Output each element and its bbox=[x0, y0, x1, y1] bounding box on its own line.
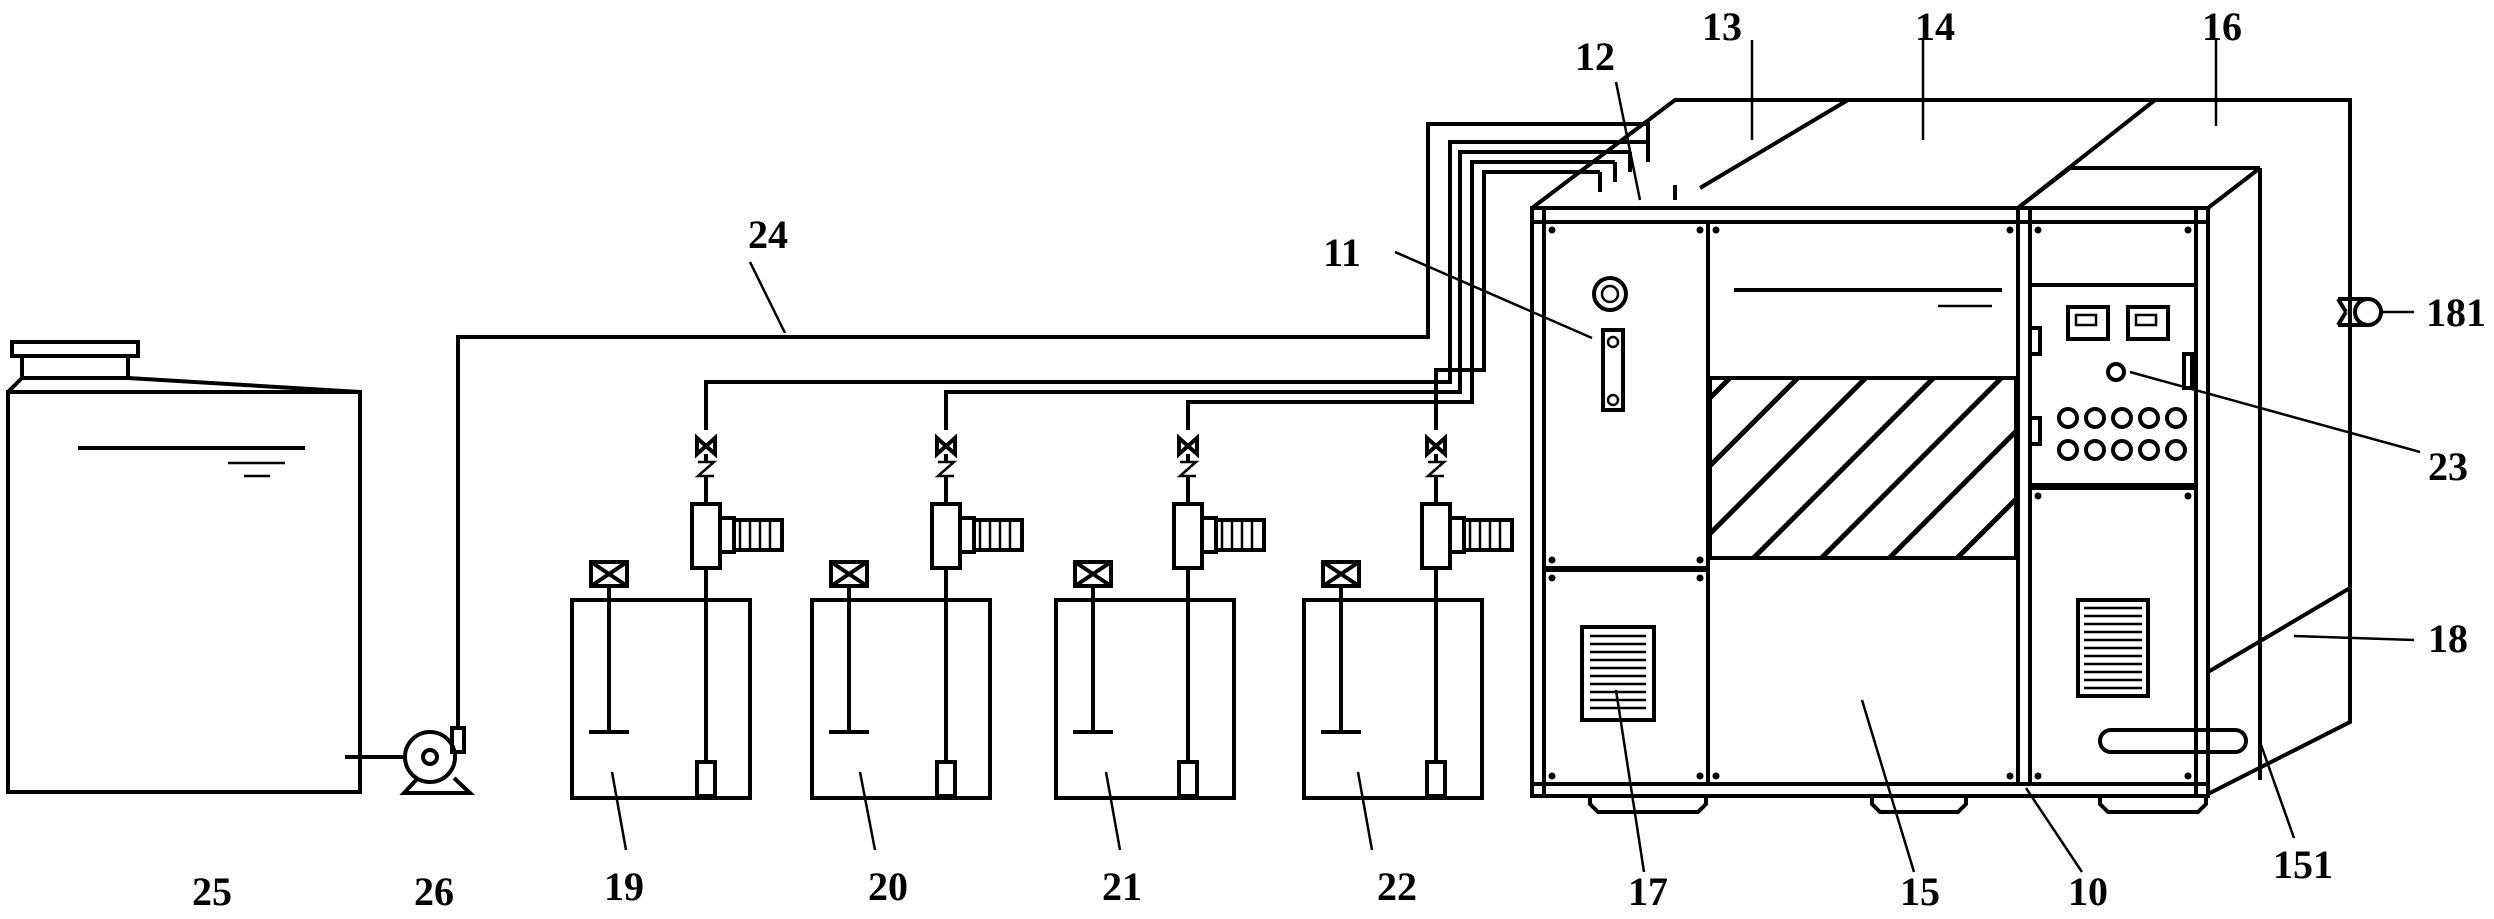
panel-button bbox=[2084, 407, 2106, 429]
dosing-unit-20 bbox=[810, 433, 1024, 800]
label-14: 14 bbox=[1915, 4, 1955, 49]
label-22: 22 bbox=[1377, 864, 1417, 909]
label-20: 20 bbox=[868, 864, 908, 909]
callout-labels: 10 11 12 13 14 15 151 16 17 18 181 19 20… bbox=[192, 4, 2486, 914]
panel-button bbox=[2111, 407, 2133, 429]
label-26: 26 bbox=[414, 869, 454, 914]
label-151: 151 bbox=[2273, 842, 2333, 887]
panel-button bbox=[2111, 439, 2133, 461]
treatment-cabinet bbox=[1530, 98, 2383, 814]
label-181: 181 bbox=[2426, 290, 2486, 335]
main-pipe bbox=[456, 122, 1650, 728]
branch-pipes bbox=[704, 140, 1650, 430]
label-15: 15 bbox=[1900, 869, 1940, 914]
panel-button bbox=[2138, 439, 2160, 461]
storage-tank bbox=[6, 340, 362, 794]
panel-button bbox=[2057, 407, 2079, 429]
panel-button bbox=[2165, 407, 2187, 429]
transfer-pump bbox=[345, 726, 476, 795]
panel-button bbox=[2057, 439, 2079, 461]
label-17: 17 bbox=[1628, 869, 1668, 914]
label-24: 24 bbox=[748, 212, 788, 257]
label-16: 16 bbox=[2202, 4, 2242, 49]
dosing-unit-22 bbox=[1302, 433, 1514, 800]
label-25: 25 bbox=[192, 869, 232, 914]
panel-button bbox=[2084, 439, 2106, 461]
label-18: 18 bbox=[2428, 616, 2468, 661]
cabinet-feet bbox=[1588, 796, 2208, 814]
label-10: 10 bbox=[2068, 869, 2108, 914]
leader-lines bbox=[610, 40, 2421, 873]
panel-button bbox=[2165, 439, 2187, 461]
label-21: 21 bbox=[1102, 864, 1142, 909]
label-13: 13 bbox=[1702, 4, 1742, 49]
label-12: 12 bbox=[1575, 34, 1615, 79]
dosing-unit-19 bbox=[570, 433, 784, 800]
vent-grille-left bbox=[1580, 625, 1656, 722]
dosing-unit-21 bbox=[1054, 433, 1266, 800]
panel-button bbox=[2138, 407, 2160, 429]
outlet-fitting bbox=[2336, 297, 2383, 327]
label-11: 11 bbox=[1323, 230, 1361, 275]
label-19: 19 bbox=[604, 864, 644, 909]
label-23: 23 bbox=[2428, 444, 2468, 489]
